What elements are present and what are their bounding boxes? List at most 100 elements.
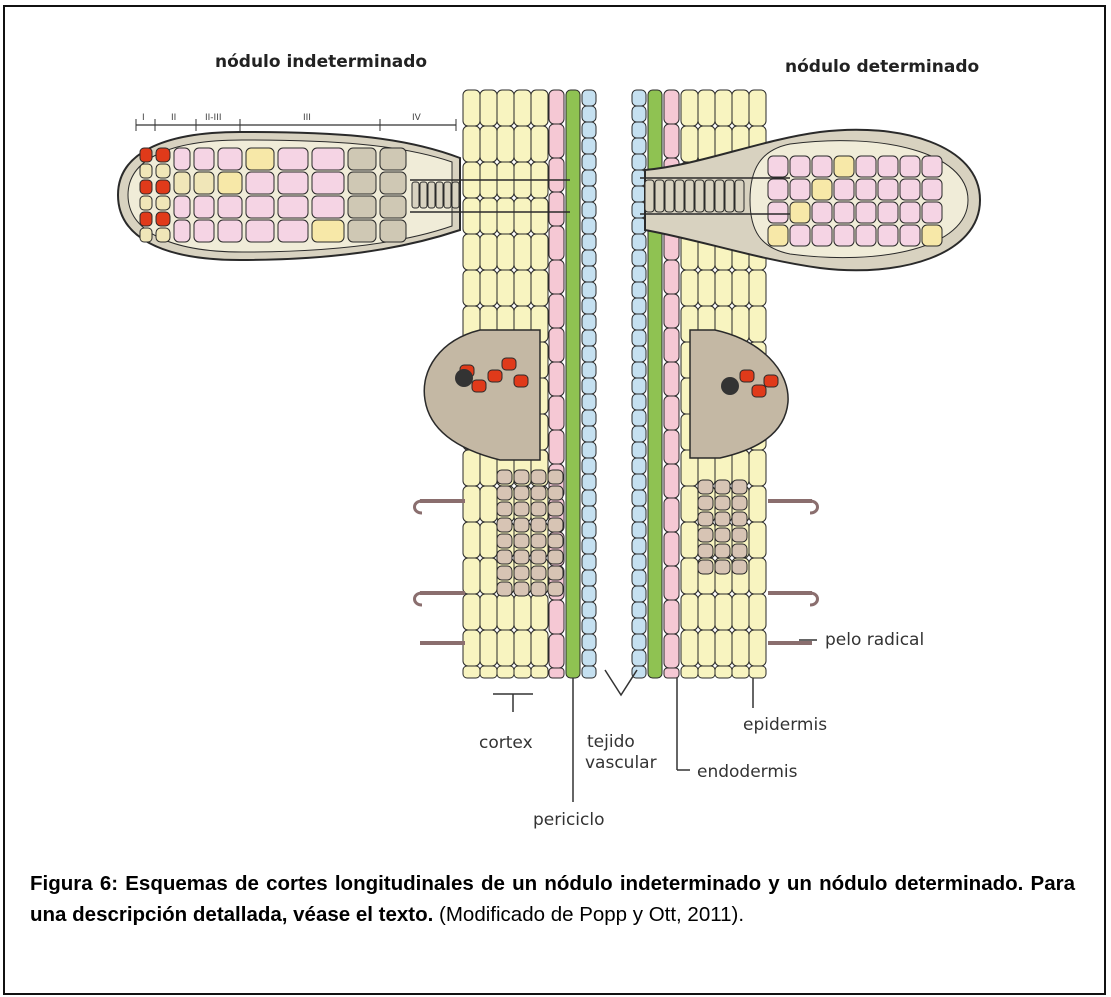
neck-cell bbox=[705, 180, 714, 212]
label-cortex: cortex bbox=[479, 733, 533, 753]
cortex-cell bbox=[531, 126, 548, 162]
vascular-cell bbox=[582, 218, 596, 234]
cortex-cell bbox=[698, 90, 715, 126]
cortex-cell bbox=[514, 126, 531, 162]
infected-cell bbox=[278, 220, 308, 242]
dividing-cortex-cell bbox=[514, 534, 529, 548]
endodermis-cell bbox=[664, 668, 679, 678]
stage-label-II: II bbox=[171, 113, 176, 123]
vascular-cell bbox=[582, 650, 596, 666]
neck-cell bbox=[715, 180, 724, 212]
title-indeterminate-nodule: nódulo indeterminado bbox=[215, 52, 427, 72]
cortex-cell bbox=[531, 270, 548, 306]
dividing-cortex-cell bbox=[497, 518, 512, 532]
meristem-cell bbox=[514, 375, 528, 387]
dividing-cortex-cell bbox=[715, 544, 730, 558]
dividing-cortex-cell bbox=[548, 550, 563, 564]
cortex-cell bbox=[681, 486, 698, 522]
vascular-cell bbox=[632, 122, 646, 138]
vascular-cell bbox=[632, 570, 646, 586]
root-nodule-diagram: nódulo indeterminado nódulo determinado … bbox=[100, 40, 1000, 840]
cortex-cell bbox=[514, 198, 531, 234]
vascular-cell bbox=[632, 298, 646, 314]
cortex-cell bbox=[463, 90, 480, 126]
infected-cell bbox=[174, 148, 190, 170]
cortex-cell bbox=[514, 666, 531, 678]
cortex-cell bbox=[480, 198, 497, 234]
vascular-cell bbox=[582, 90, 596, 106]
cortex-cell bbox=[497, 630, 514, 666]
cortex-cell bbox=[480, 90, 497, 126]
dividing-cortex-cell bbox=[548, 502, 563, 516]
meristem-cell bbox=[156, 164, 170, 178]
vascular-cell bbox=[582, 586, 596, 602]
vascular-cell bbox=[632, 410, 646, 426]
cortex-cell bbox=[463, 234, 480, 270]
dividing-cortex-cell bbox=[531, 486, 546, 500]
neck-cell bbox=[695, 180, 704, 212]
infected-cell bbox=[856, 202, 876, 223]
infected-cell bbox=[812, 225, 832, 246]
label-pelo-radical: pelo radical bbox=[825, 630, 924, 650]
vascular-cell bbox=[582, 330, 596, 346]
meristem-cell bbox=[140, 212, 152, 226]
vascular-cell bbox=[632, 314, 646, 330]
neck-cell bbox=[452, 182, 459, 208]
dividing-cortex-cell bbox=[715, 512, 730, 526]
endodermis-cell bbox=[664, 124, 679, 158]
label-epidermis: epidermis bbox=[743, 715, 827, 735]
cortex-cell bbox=[463, 486, 480, 522]
cortex-cell bbox=[715, 270, 732, 306]
endodermis-cell bbox=[549, 192, 564, 226]
dividing-cortex-cell bbox=[531, 582, 546, 596]
cortex-cell bbox=[497, 270, 514, 306]
infected-cell bbox=[312, 172, 344, 194]
cortex-cell bbox=[732, 270, 749, 306]
dividing-cortex-cell bbox=[497, 582, 512, 596]
dividing-cortex-cell bbox=[732, 480, 747, 494]
neck-cell bbox=[645, 180, 654, 212]
cortex-cell bbox=[514, 234, 531, 270]
dividing-cortex-cell bbox=[497, 534, 512, 548]
cortex-cell bbox=[497, 126, 514, 162]
cortex-cell bbox=[497, 594, 514, 630]
cortex-cell bbox=[732, 666, 749, 678]
infected-cell bbox=[194, 220, 214, 242]
stage-scale: I II II-III III IV bbox=[136, 113, 456, 131]
endodermis-cell bbox=[664, 532, 679, 566]
infected-cell bbox=[380, 148, 406, 170]
neck-cell bbox=[428, 182, 435, 208]
dividing-cortex-cell bbox=[715, 560, 730, 574]
infected-cell bbox=[278, 172, 308, 194]
dividing-cortex-cell bbox=[531, 502, 546, 516]
endodermis-cell bbox=[664, 600, 679, 634]
dividing-cortex-cell bbox=[715, 496, 730, 510]
endodermis-cell bbox=[664, 430, 679, 464]
vascular-cell bbox=[632, 618, 646, 634]
vascular-cell bbox=[582, 602, 596, 618]
dividing-cortex-cell bbox=[531, 470, 546, 484]
endodermis-cell bbox=[549, 226, 564, 260]
infection-site bbox=[721, 377, 739, 395]
vascular-cell bbox=[582, 298, 596, 314]
dividing-cortex-cell bbox=[715, 480, 730, 494]
vascular-cell bbox=[632, 394, 646, 410]
cortex-cell bbox=[531, 234, 548, 270]
cortex-cell bbox=[749, 450, 766, 486]
vascular-cell bbox=[582, 426, 596, 442]
infected-cell bbox=[218, 220, 242, 242]
primordium-right bbox=[690, 330, 788, 458]
cortex-cell bbox=[681, 594, 698, 630]
endodermis-cell bbox=[664, 464, 679, 498]
infected-cell bbox=[278, 196, 308, 218]
cortex-cell bbox=[480, 234, 497, 270]
vascular-cell bbox=[582, 186, 596, 202]
cortex-cell bbox=[749, 630, 766, 666]
cortex-cell bbox=[715, 90, 732, 126]
vascular-cell bbox=[582, 458, 596, 474]
vascular-cell bbox=[632, 250, 646, 266]
vascular-cell bbox=[632, 490, 646, 506]
cortex-cell bbox=[463, 594, 480, 630]
stage-label-I: I bbox=[142, 113, 145, 123]
infected-cell bbox=[900, 179, 920, 200]
